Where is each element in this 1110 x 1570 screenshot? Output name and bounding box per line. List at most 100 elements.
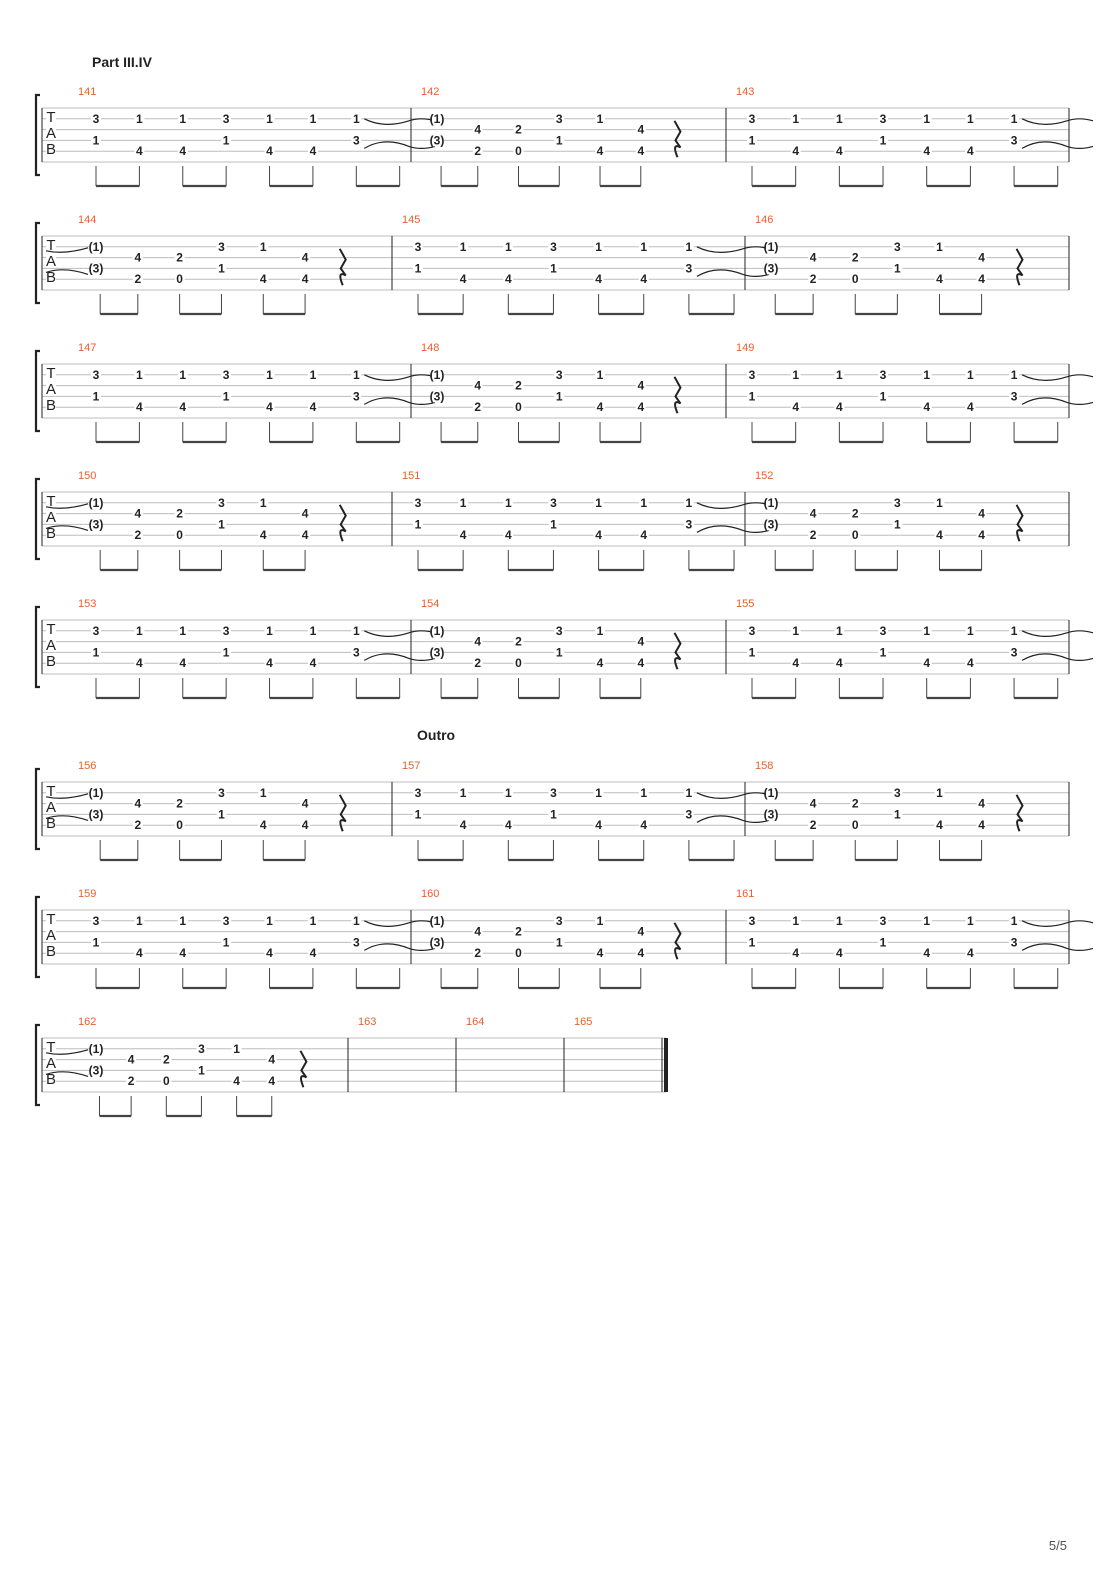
- fret-number-bg: [300, 820, 311, 832]
- fret-number-bg: [221, 647, 232, 659]
- quarter-rest-icon: [338, 794, 347, 832]
- fret-number: 3: [894, 240, 901, 254]
- fret-number: 2: [474, 946, 481, 960]
- tab-clef-letter-bg: [46, 787, 56, 798]
- fret-number: 4: [792, 656, 799, 670]
- fret-number: 4: [810, 507, 817, 521]
- tie-arc: [1021, 920, 1068, 927]
- fret-number: 3: [880, 112, 887, 126]
- fret-number-bg: [976, 252, 987, 264]
- measure-number: 155: [736, 598, 754, 610]
- fret-number-bg: [134, 658, 145, 670]
- fret-number: 1: [415, 261, 422, 275]
- fret-number-bg: [177, 402, 188, 414]
- fret-number-bg: [921, 625, 932, 637]
- fret-number: 1: [1011, 624, 1018, 638]
- tab-clef-letter-bg: [46, 1043, 56, 1054]
- fret-number-bg: [351, 625, 362, 637]
- tab-clef-letter-bg: [46, 529, 56, 540]
- fret-number: 1: [93, 935, 100, 949]
- fret-number: 3: [198, 1042, 205, 1056]
- fret-number-bg: [892, 809, 903, 821]
- fret-number: 1: [967, 112, 974, 126]
- fret-number: (1): [89, 786, 104, 800]
- fret-number-bg: [221, 937, 232, 949]
- fret-number-bg: [264, 113, 275, 125]
- fret-number-bg: [595, 915, 606, 927]
- fret-number: (3): [430, 645, 445, 659]
- fret-number: 4: [967, 656, 974, 670]
- fret-number: 1: [93, 389, 100, 403]
- fret-number: 3: [93, 624, 100, 638]
- fret-number: 1: [223, 935, 230, 949]
- fret-number: 3: [93, 914, 100, 928]
- tab-clef-letter-bg: [46, 1059, 56, 1070]
- fret-number: 4: [597, 400, 604, 414]
- fret-number-bg: [432, 647, 442, 659]
- fret-number: 1: [93, 645, 100, 659]
- system-bracket: [34, 895, 40, 979]
- fret-number-bg: [503, 530, 514, 542]
- fret-number-bg: [638, 241, 649, 253]
- fret-number-bg: [174, 530, 185, 542]
- system-bracket: [34, 605, 40, 689]
- fret-number: 1: [923, 624, 930, 638]
- fret-number-bg: [548, 263, 559, 275]
- tie-arc: [1021, 943, 1068, 951]
- fret-number-bg: [264, 915, 275, 927]
- fret-number: 1: [260, 786, 267, 800]
- fret-number: 1: [640, 496, 647, 510]
- fret-number: 2: [852, 797, 859, 811]
- fret-number-bg: [790, 113, 801, 125]
- fret-number-bg: [513, 658, 524, 670]
- fret-number: 1: [223, 133, 230, 147]
- fret-number: 1: [597, 112, 604, 126]
- fret-number: 1: [749, 389, 756, 403]
- fret-number: 4: [923, 656, 930, 670]
- tie-arc: [742, 273, 770, 277]
- tab-clef-letter-bg: [46, 625, 56, 636]
- fret-number: 1: [936, 240, 943, 254]
- fret-number: 1: [223, 389, 230, 403]
- tie-arc: [45, 503, 89, 509]
- fret-number-bg: [976, 530, 987, 542]
- fret-number-bg: [258, 787, 269, 799]
- fret-number: 2: [810, 818, 817, 832]
- fret-number: 1: [556, 645, 563, 659]
- fret-number: 0: [163, 1074, 170, 1088]
- measure-number: 142: [421, 86, 439, 98]
- fret-number: 4: [640, 818, 647, 832]
- tab-clef-letter: T: [46, 237, 55, 254]
- fret-number: 1: [894, 261, 901, 275]
- fret-number: (1): [89, 1042, 104, 1056]
- fret-number-bg: [91, 519, 101, 531]
- fret-number: (1): [430, 368, 445, 382]
- fret-number-bg: [132, 798, 143, 810]
- fret-number-bg: [513, 146, 524, 158]
- fret-number: (3): [430, 389, 445, 403]
- fret-number-bg: [91, 809, 101, 821]
- fret-number: 3: [353, 645, 360, 659]
- fret-number: 2: [176, 251, 183, 265]
- fret-number-bg: [351, 369, 362, 381]
- fret-number: 3: [550, 786, 557, 800]
- fret-number-bg: [413, 497, 423, 509]
- fret-number: 2: [810, 528, 817, 542]
- fret-number: 4: [474, 379, 481, 393]
- tab-clef-letter: A: [46, 1055, 56, 1072]
- fret-number-bg: [921, 113, 932, 125]
- tab-clef-letter: A: [46, 125, 56, 142]
- fret-number-bg: [458, 530, 469, 542]
- fret-number: 4: [637, 144, 644, 158]
- fret-number-bg: [638, 530, 649, 542]
- fret-number: 1: [923, 112, 930, 126]
- fret-number: 2: [134, 528, 141, 542]
- tie-arc: [45, 247, 89, 253]
- tie-arc: [1021, 397, 1068, 405]
- fret-number: 4: [302, 818, 309, 832]
- fret-number: 3: [556, 368, 563, 382]
- fret-number: 3: [1011, 133, 1018, 147]
- fret-number-bg: [766, 241, 776, 253]
- fret-number-bg: [934, 497, 945, 509]
- fret-number: 4: [978, 818, 985, 832]
